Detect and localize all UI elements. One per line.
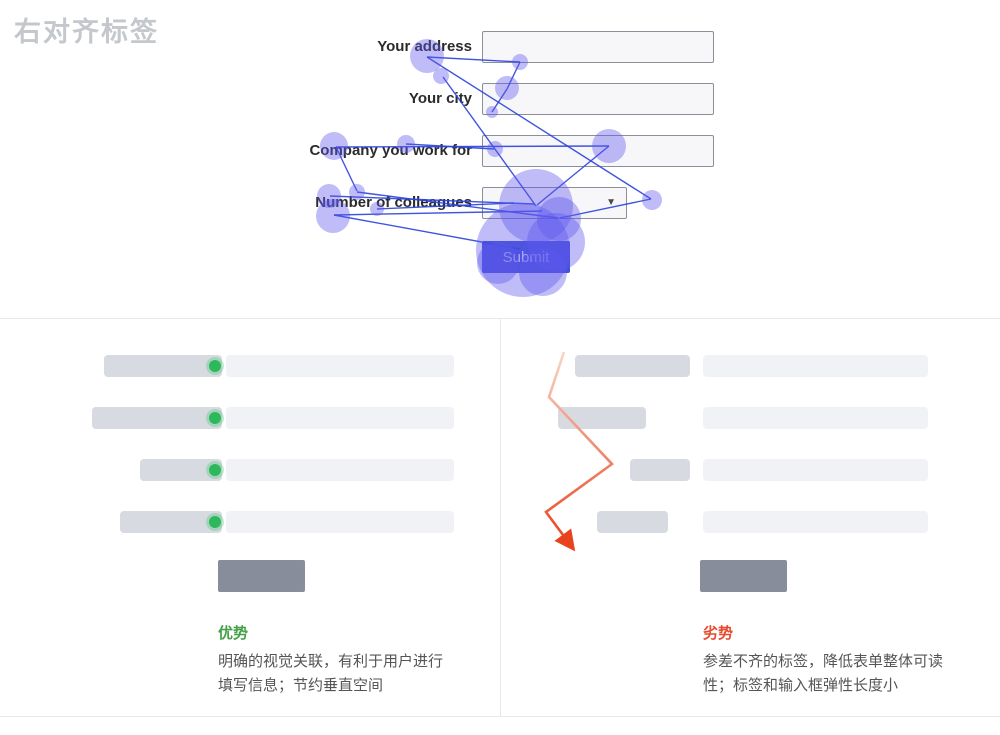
wireframe-input-bar — [226, 355, 454, 377]
wireframe-label-bar — [120, 511, 222, 533]
panel-divider — [500, 318, 501, 716]
form-text-input[interactable] — [482, 135, 714, 167]
wireframe-label-bar — [630, 459, 690, 481]
form-field-label: Your address — [377, 38, 472, 55]
gaze-fixation-circle — [433, 68, 449, 84]
form-field-label: Your city — [408, 90, 472, 107]
wireframe-label-bar — [558, 407, 646, 429]
alignment-dot — [209, 464, 221, 476]
wireframe-button — [700, 560, 787, 592]
wireframe-label-bar — [140, 459, 222, 481]
wireframe-input-bar — [226, 407, 454, 429]
form-text-input[interactable] — [482, 31, 714, 63]
wireframe-label-bar — [597, 511, 668, 533]
form-field-label: Company you work for — [309, 142, 472, 159]
alignment-dot — [209, 516, 221, 528]
submit-button[interactable]: Submit — [482, 241, 570, 273]
wireframe-input-bar — [703, 459, 928, 481]
form-text-input[interactable] — [482, 83, 714, 115]
form-field-label: Number of colleagues — [315, 194, 472, 211]
wireframe-input-bar — [703, 407, 928, 429]
alignment-dot — [209, 360, 221, 372]
advantage-heading: 优势 — [218, 625, 249, 642]
bottom-divider — [0, 716, 1000, 717]
disadvantage-description: 参差不齐的标签，降低表单整体可读性；标签和输入框弹性长度小 — [703, 653, 944, 694]
page-title: 右对齐标签 — [14, 17, 159, 47]
wireframe-label-bar — [104, 355, 222, 377]
wireframe-input-bar — [226, 459, 454, 481]
wireframe-label-bar — [92, 407, 222, 429]
chevron-down-icon: ▼ — [606, 197, 616, 208]
form-select[interactable]: ▼ — [482, 187, 627, 219]
wireframe-input-bar — [226, 511, 454, 533]
wireframe-button — [218, 560, 305, 592]
wireframe-input-bar — [703, 511, 928, 533]
gaze-fixation-circle — [642, 190, 662, 210]
disadvantage-heading: 劣势 — [703, 625, 734, 642]
wireframe-label-bar — [575, 355, 690, 377]
alignment-dot — [209, 412, 221, 424]
wireframe-input-bar — [703, 355, 928, 377]
advantage-description: 明确的视觉关联，有利于用户进行填写信息；节约垂直空间 — [218, 653, 444, 694]
